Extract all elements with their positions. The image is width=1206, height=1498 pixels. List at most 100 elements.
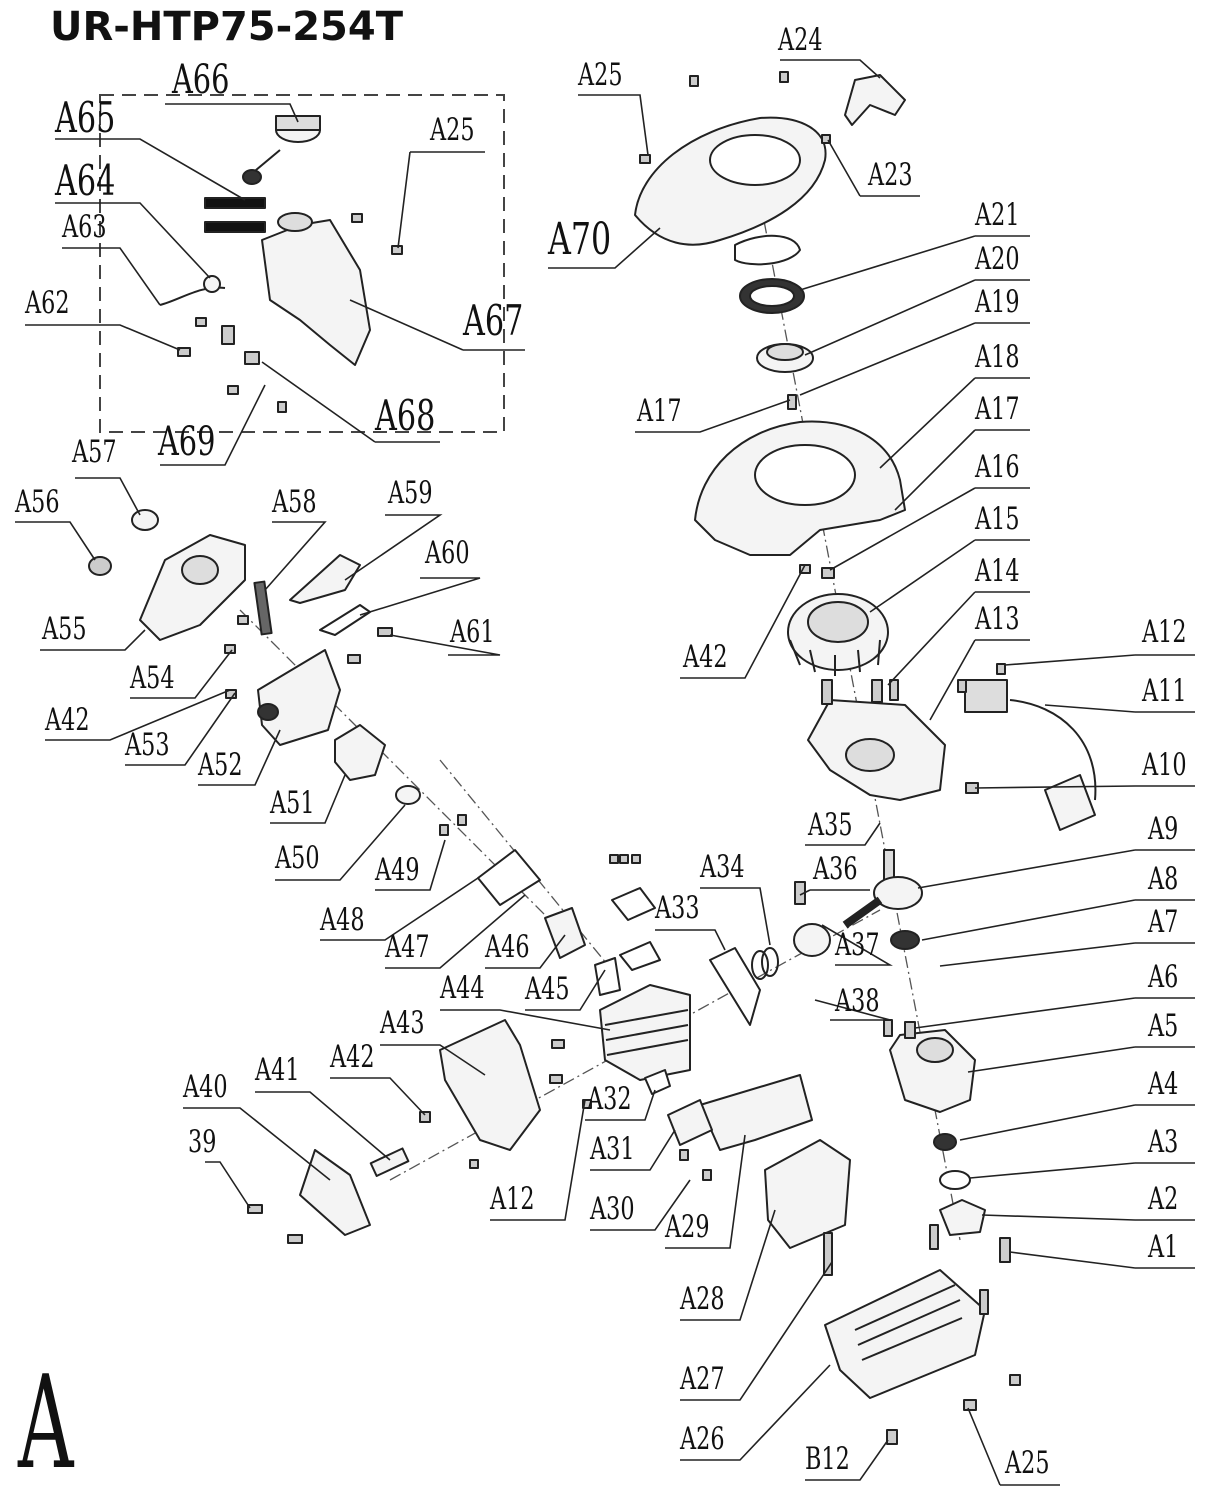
label-A60: A60 (425, 535, 470, 571)
label-A59: A59 (388, 475, 433, 511)
piston-part (793, 923, 831, 957)
label-A55: A55 (42, 611, 87, 647)
label-A42-left: A42 (45, 702, 90, 738)
label-A63: A63 (62, 209, 107, 245)
label-A42-right: A42 (683, 639, 728, 675)
label-A4: A4 (1148, 1066, 1179, 1102)
lever-plate-part (319, 604, 371, 636)
washer-part (939, 1170, 971, 1190)
muffler-cover-part (824, 1269, 986, 1399)
label-A32: A32 (587, 1081, 632, 1117)
label-A49: A49 (375, 852, 420, 888)
label-A57: A57 (72, 434, 117, 470)
label-A29: A29 (665, 1209, 710, 1245)
label-A25-tank: A25 (430, 112, 475, 148)
label-A19: A19 (975, 284, 1020, 320)
muffler-part (764, 1139, 851, 1249)
label-A67: A67 (463, 296, 524, 345)
label-A20: A20 (975, 241, 1020, 277)
label-A6: A6 (1148, 959, 1179, 995)
knob-part (88, 556, 112, 576)
label-A35: A35 (808, 807, 853, 843)
intake-manifold-part (544, 907, 586, 959)
label-A54: A54 (130, 660, 175, 696)
bearing-part (933, 1133, 957, 1151)
label-A42-mid: A42 (330, 1039, 375, 1075)
insulator-part (644, 1069, 671, 1095)
label-A5: A5 (1148, 1008, 1179, 1044)
carburetor-gasket-part (477, 849, 541, 906)
label-A12-bottom: A12 (490, 1181, 535, 1217)
label-A53: A53 (125, 727, 170, 763)
label-B12: B12 (805, 1441, 850, 1477)
label-A40: A40 (183, 1069, 228, 1105)
diagram-title: UR-HTP75-254T (50, 4, 404, 50)
label-A26: A26 (680, 1421, 725, 1457)
engine-shroud-part (439, 1019, 541, 1151)
label-A23: A23 (868, 157, 913, 193)
label-A27: A27 (680, 1361, 725, 1397)
air-filter-cover-part (139, 534, 246, 641)
label-A34: A34 (700, 849, 745, 885)
label-A56: A56 (15, 484, 60, 520)
label-A9: A9 (1148, 811, 1179, 847)
label-A51: A51 (270, 785, 315, 821)
label-A50: A50 (275, 840, 320, 876)
label-A31: A31 (590, 1131, 635, 1167)
label-A18: A18 (975, 339, 1020, 375)
label-A43: A43 (380, 1005, 425, 1041)
label-A14: A14 (975, 553, 1020, 589)
label-A41: A41 (255, 1052, 300, 1088)
label-A28: A28 (680, 1281, 725, 1317)
label-A44: A44 (440, 970, 485, 1006)
label-A69: A69 (158, 419, 216, 465)
label-A61: A61 (450, 614, 495, 650)
throttle-lever-part (289, 554, 361, 604)
ignition-coil-part (964, 679, 1097, 831)
label-A62: A62 (25, 285, 70, 321)
label-A36: A36 (813, 851, 858, 887)
choke-knob-part (131, 509, 159, 531)
label-A33: A33 (655, 890, 700, 926)
label-A11: A11 (1142, 673, 1187, 709)
label-A58: A58 (272, 484, 317, 520)
label-A17-right: A17 (975, 391, 1020, 427)
label-A13: A13 (975, 601, 1020, 637)
fuel-tank-group-box (99, 94, 505, 433)
label-A52: A52 (198, 747, 243, 783)
fuel-cap-part (242, 115, 321, 185)
label-A45: A45 (525, 971, 570, 1007)
label-A64: A64 (55, 156, 116, 205)
label-A17-left: A17 (637, 393, 682, 429)
label-A24: A24 (778, 22, 823, 58)
label-A47: A47 (385, 929, 430, 965)
label-A1: A1 (1148, 1229, 1179, 1265)
label-A70: A70 (548, 214, 612, 265)
label-A2: A2 (1148, 1181, 1179, 1217)
label-A68: A68 (375, 391, 436, 440)
label-A12-right: A12 (1142, 614, 1187, 650)
label-A65: A65 (55, 93, 116, 142)
label-A15: A15 (975, 501, 1020, 537)
filter-element-part (253, 580, 273, 636)
label-A38: A38 (835, 983, 880, 1019)
label-A46: A46 (485, 929, 530, 965)
label-A7: A7 (1148, 904, 1179, 940)
cylinder-gasket-part (709, 947, 761, 1026)
spark-plug-part (369, 1147, 410, 1177)
flywheel-part (787, 593, 889, 676)
starter-handle-part (844, 74, 906, 126)
label-A8: A8 (1148, 861, 1179, 897)
label-A48: A48 (320, 902, 365, 938)
label-39: 39 (188, 1124, 217, 1160)
label-A66: A66 (172, 57, 230, 103)
carburetor-part (334, 724, 386, 781)
label-A37: A37 (835, 927, 880, 963)
heat-shield-part (699, 1074, 813, 1151)
cylinder-part (599, 984, 691, 1081)
label-A25-top: A25 (578, 57, 623, 93)
leader-lines (15, 59, 1195, 1486)
label-A25-bottom: A25 (1005, 1445, 1050, 1481)
label-A16: A16 (975, 449, 1020, 485)
